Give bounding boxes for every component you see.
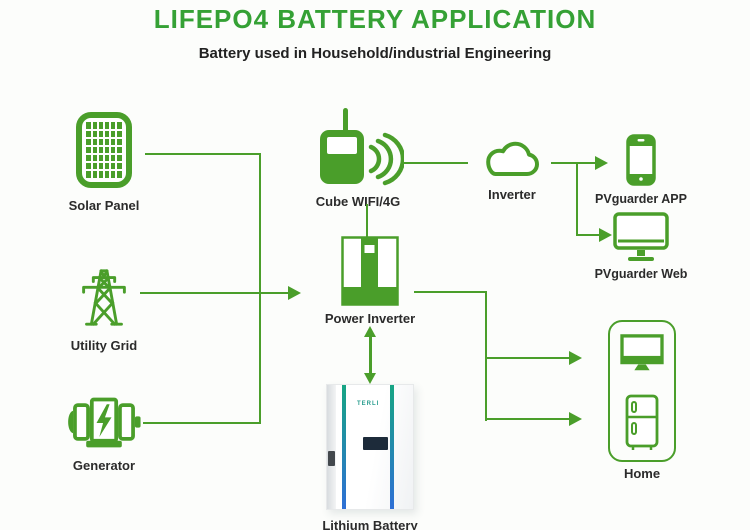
- node-label: Cube WIFI/4G: [315, 194, 401, 209]
- tv-icon: [620, 334, 664, 371]
- connector-wifi-to-inverter: [366, 204, 368, 237]
- node-label: Utility Grid: [70, 338, 138, 353]
- node-solar-panel: Solar Panel: [54, 112, 154, 213]
- node-label: Power Inverter: [324, 311, 416, 326]
- generator-icon: [68, 397, 141, 448]
- node-pvguarder-app: PVguarder APP: [595, 134, 687, 206]
- monitor-icon: [613, 212, 669, 261]
- battery-display-screen: [363, 437, 388, 450]
- node-pvguarder-web: PVguarder Web: [594, 212, 688, 281]
- connector-grid-to-inverter: [140, 292, 289, 294]
- node-home: Home: [598, 320, 686, 481]
- battery-side-face: [327, 385, 336, 509]
- connector-cloud-branch: [576, 162, 578, 236]
- node-cube-wifi: Cube WIFI/4G: [312, 108, 404, 209]
- connector-solar-to-junction: [145, 153, 260, 155]
- connector-inverter-to-home: [414, 291, 487, 293]
- arrow-right-icon: [599, 228, 612, 242]
- node-label: Home: [623, 466, 661, 481]
- arrow-right-icon: [288, 286, 301, 300]
- battery-side-port: [328, 451, 335, 466]
- connector-wifi-to-cloud: [404, 162, 468, 164]
- arrow-up-icon: [364, 326, 376, 337]
- page-title: LIFEPO4 BATTERY APPLICATION: [153, 4, 597, 34]
- home-outline: [608, 320, 676, 462]
- node-utility-grid: Utility Grid: [54, 264, 154, 353]
- connector-to-home-tv: [485, 357, 571, 359]
- connector-cloud-to-web: [576, 234, 601, 236]
- node-inverter-cloud: Inverter: [472, 139, 552, 202]
- arrow-down-icon: [364, 373, 376, 384]
- node-generator: Generator: [48, 392, 160, 473]
- node-label: PVguarder APP: [595, 192, 687, 206]
- node-label: Lithium Battery: [322, 518, 418, 530]
- smartphone-icon: [626, 134, 656, 186]
- inverter-unit-icon: [341, 236, 399, 306]
- double-arrow-inverter-battery: [364, 326, 377, 384]
- battery-stripe: [390, 385, 394, 509]
- battery-stripe: [342, 385, 346, 509]
- fridge-icon: [625, 394, 659, 450]
- arrow-right-icon: [569, 412, 582, 426]
- walkie-talkie-icon: [320, 108, 404, 186]
- battery-brand-logo: TERLI: [357, 401, 380, 407]
- connector-home-branch: [485, 291, 487, 421]
- page-subtitle: Battery used in Household/industrial Eng…: [198, 45, 552, 62]
- transmission-tower-icon: [82, 269, 126, 326]
- battery-product-image: TERLI: [326, 384, 414, 510]
- node-lithium-battery: TERLI Lithium Battery: [322, 384, 418, 530]
- node-label: PVguarder Web: [594, 267, 688, 281]
- cloud-icon: [486, 141, 539, 176]
- arrow-right-icon: [595, 156, 608, 170]
- node-label: Solar Panel: [68, 198, 140, 213]
- solar-panel-icon: [76, 112, 132, 188]
- wifi-waves-icon: [368, 132, 404, 186]
- node-power-inverter: Power Inverter: [324, 236, 416, 326]
- connector-to-home-fridge: [485, 418, 571, 420]
- arrow-right-icon: [569, 351, 582, 365]
- connector-generator-to-junction: [143, 422, 261, 424]
- connector-left-junction: [259, 153, 261, 424]
- node-label: Generator: [72, 458, 136, 473]
- connector-cloud-to-app: [551, 162, 597, 164]
- node-label: Inverter: [488, 187, 536, 202]
